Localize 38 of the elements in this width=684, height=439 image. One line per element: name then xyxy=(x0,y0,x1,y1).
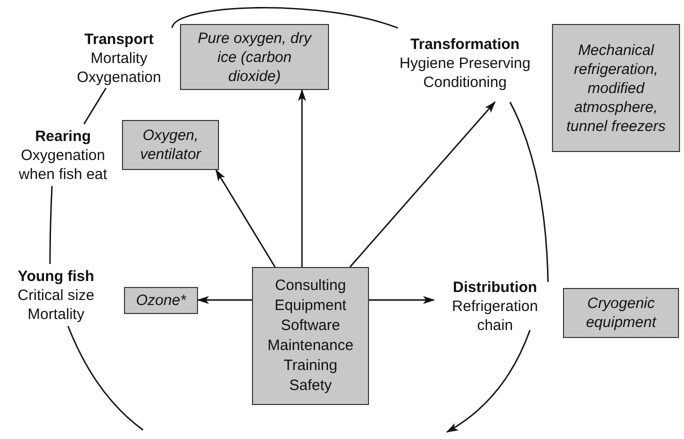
stage-notes: Refrigeration chain xyxy=(451,296,539,334)
stage-notes: Hygiene Preserving Conditioning xyxy=(398,54,532,92)
stage-notes: Mortality Oxygenation xyxy=(76,48,162,86)
equipment-text: Oxygen, ventilator xyxy=(139,126,202,164)
service-item: Equipment xyxy=(274,296,346,316)
arrow xyxy=(369,296,435,304)
service-item: Consulting xyxy=(275,276,346,296)
arrow xyxy=(215,169,276,268)
equipment-box xyxy=(124,287,198,314)
equipment-box xyxy=(552,24,680,152)
stage-notes: Critical size Mortality xyxy=(16,286,96,324)
arrow xyxy=(446,330,531,433)
arrow xyxy=(197,296,252,304)
stage-heading: Transformation xyxy=(410,34,520,54)
stage-heading: Distribution xyxy=(452,278,538,296)
stage-heading: Young fish xyxy=(18,266,94,286)
services-box xyxy=(252,267,369,405)
equipment-box xyxy=(563,288,679,338)
service-item: Safety xyxy=(289,376,332,396)
connector-line xyxy=(509,102,549,282)
service-item: Training xyxy=(284,356,338,376)
equipment-box xyxy=(122,120,219,170)
equipment-text: Ozone* xyxy=(136,291,186,310)
arrow xyxy=(349,101,496,268)
stage-notes: Oxygenation when fish eat xyxy=(18,146,108,184)
service-item: Maintenance xyxy=(268,336,354,356)
connector-line xyxy=(83,88,107,124)
arrow xyxy=(298,89,306,267)
connector-line xyxy=(171,7,398,29)
stage-heading: Transport xyxy=(84,30,154,48)
equipment-text: Mechanical refrigeration, modified atmosphere, tunnel freezers xyxy=(565,40,667,136)
equipment-text: Pure oxygen, dry ice (carbon dioxide) xyxy=(196,28,313,86)
service-item: Software xyxy=(280,316,340,336)
equipment-box xyxy=(180,24,329,90)
equipment-text: Cryogenic equipment xyxy=(584,294,658,332)
connector-line xyxy=(67,326,144,431)
stage-heading: Rearing xyxy=(35,126,91,146)
connector-line xyxy=(49,186,53,264)
